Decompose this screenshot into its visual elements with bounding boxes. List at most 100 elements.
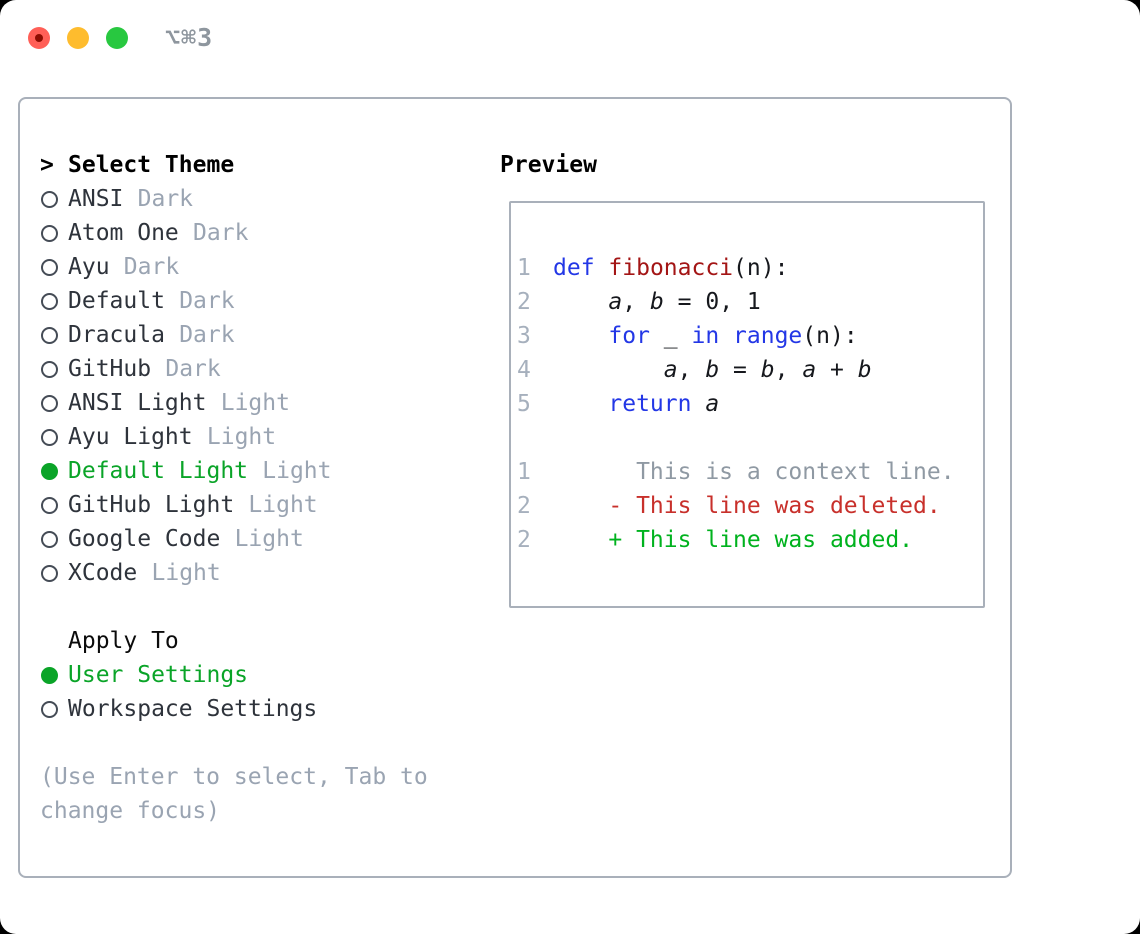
apply-option-label: Workspace Settings bbox=[68, 696, 318, 722]
hint-text: (Use Enter to select, Tab to change focus… bbox=[40, 760, 485, 828]
radio-icon bbox=[41, 462, 58, 480]
line-number: 2 bbox=[517, 493, 531, 519]
theme-option[interactable]: Atom One Dark bbox=[40, 216, 485, 250]
radio-icon bbox=[41, 530, 58, 548]
radio-icon bbox=[41, 496, 58, 514]
theme-option[interactable]: Default Dark bbox=[40, 284, 485, 318]
preview-section: Preview 1 def fibonacci(n): 2 a, b = 0, … bbox=[500, 148, 985, 608]
code-line: 1 def fibonacci(n): bbox=[517, 251, 983, 285]
apply-option[interactable]: Workspace Settings bbox=[40, 692, 485, 726]
diff-text: This is a context line. bbox=[553, 459, 955, 485]
code-text: for _ in range(n): bbox=[608, 323, 858, 349]
marker bbox=[40, 190, 68, 208]
theme-name: Ayu Light bbox=[68, 424, 193, 450]
diff-line: 2 - This line was deleted. bbox=[517, 489, 983, 523]
apply-option-label: User Settings bbox=[68, 662, 249, 688]
theme-name: XCode bbox=[68, 560, 138, 586]
spacer bbox=[40, 590, 485, 624]
marker bbox=[40, 564, 68, 582]
theme-variant: Light bbox=[220, 390, 290, 416]
hint-line: (Use Enter to select, Tab to bbox=[40, 764, 428, 790]
close-button-icon[interactable] bbox=[28, 26, 50, 49]
select-theme-heading: Select Theme bbox=[68, 152, 235, 178]
theme-name: GitHub bbox=[68, 356, 152, 382]
spacer bbox=[40, 726, 485, 760]
preview-header: Preview bbox=[500, 148, 985, 182]
radio-icon bbox=[41, 292, 58, 310]
theme-variant: Dark bbox=[137, 186, 194, 212]
theme-variant: Dark bbox=[179, 322, 235, 348]
theme-option[interactable]: Dracula Dark bbox=[40, 318, 485, 352]
theme-option[interactable]: Default Light Light bbox=[40, 454, 485, 488]
apply-to-header: Apply To bbox=[40, 624, 485, 658]
apply-to-heading: Apply To bbox=[68, 628, 179, 654]
marker bbox=[40, 360, 68, 378]
code-text: return a bbox=[608, 391, 720, 417]
theme-name: Dracula bbox=[68, 322, 165, 348]
line-number: 2 bbox=[517, 289, 531, 315]
radio-icon bbox=[41, 700, 58, 718]
theme-name: Google Code bbox=[68, 526, 221, 552]
radio-icon bbox=[41, 224, 58, 242]
theme-name: ANSI Light bbox=[68, 390, 207, 416]
theme-name: GitHub Light bbox=[68, 492, 235, 518]
preview-panel: 1 def fibonacci(n): 2 a, b = 0, 1 3 for … bbox=[509, 201, 985, 608]
hint-line: change focus) bbox=[40, 798, 221, 824]
prompt-icon: > bbox=[40, 152, 54, 178]
apply-to-list: User Settings Workspace Settings bbox=[40, 658, 485, 726]
radio-icon bbox=[41, 258, 58, 276]
line-number: 5 bbox=[517, 391, 531, 417]
theme-name: ANSI bbox=[68, 186, 124, 212]
theme-option[interactable]: Ayu Dark bbox=[40, 250, 485, 284]
radio-icon bbox=[41, 190, 58, 208]
diff-line: 2 + This line was added. bbox=[517, 523, 983, 557]
marker bbox=[40, 394, 68, 412]
theme-variant: Light bbox=[206, 424, 277, 450]
radio-icon bbox=[41, 326, 58, 344]
line-number: 2 bbox=[517, 527, 531, 553]
theme-variant: Dark bbox=[179, 288, 235, 314]
theme-option[interactable]: Ayu Light Light bbox=[40, 420, 485, 454]
code-line: 5 return a bbox=[517, 387, 983, 421]
code-text: def fibonacci(n): bbox=[553, 255, 789, 281]
diff-line: 1 This is a context line. bbox=[517, 455, 983, 489]
theme-option[interactable]: ANSI Light Light bbox=[40, 386, 485, 420]
code-line: 3 for _ in range(n): bbox=[517, 319, 983, 353]
line-number: 4 bbox=[517, 357, 531, 383]
theme-name: Default Light bbox=[68, 458, 249, 484]
window-title: ⌥⌘3 bbox=[165, 23, 214, 52]
theme-picker: > Select Theme ANSI Dark Atom One Dark A… bbox=[40, 148, 485, 828]
theme-option[interactable]: Google Code Light bbox=[40, 522, 485, 556]
code-text: a, b = b, a + b bbox=[663, 357, 872, 383]
marker bbox=[40, 326, 68, 344]
theme-option[interactable]: GitHub Dark bbox=[40, 352, 485, 386]
radio-icon bbox=[41, 428, 58, 446]
radio-icon bbox=[41, 360, 58, 378]
apply-option[interactable]: User Settings bbox=[40, 658, 485, 692]
marker bbox=[40, 496, 68, 514]
titlebar: ⌥⌘3 bbox=[28, 23, 214, 52]
marker bbox=[40, 428, 68, 446]
theme-option[interactable]: GitHub Light Light bbox=[40, 488, 485, 522]
theme-variant: Dark bbox=[123, 254, 180, 280]
marker bbox=[40, 530, 68, 548]
theme-variant: Light bbox=[234, 526, 304, 552]
theme-name: Ayu bbox=[68, 254, 110, 280]
theme-name: Default bbox=[68, 288, 165, 314]
diff-text: - This line was deleted. bbox=[553, 493, 941, 519]
marker bbox=[40, 258, 68, 276]
theme-variant: Light bbox=[262, 458, 332, 484]
minimize-button-icon[interactable] bbox=[67, 26, 89, 49]
code-block: 1 def fibonacci(n): 2 a, b = 0, 1 3 for … bbox=[517, 251, 983, 421]
marker bbox=[40, 224, 68, 242]
theme-variant: Dark bbox=[193, 220, 249, 246]
zoom-button-icon[interactable] bbox=[106, 26, 128, 49]
marker bbox=[40, 700, 68, 718]
theme-variant: Dark bbox=[165, 356, 221, 382]
theme-option[interactable]: ANSI Dark bbox=[40, 182, 485, 216]
code-text: a, b = 0, 1 bbox=[608, 289, 761, 315]
marker bbox=[40, 666, 68, 684]
preview-heading: Preview bbox=[500, 152, 597, 178]
theme-option[interactable]: XCode Light bbox=[40, 556, 485, 590]
